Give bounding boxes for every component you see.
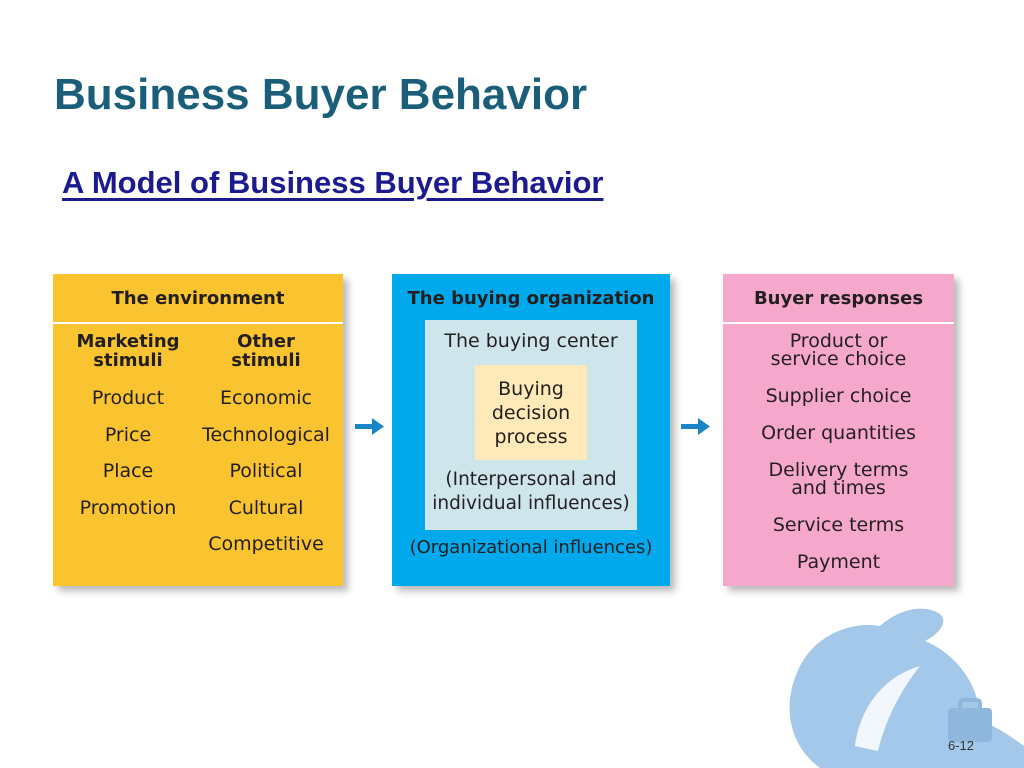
other-stimuli-item: Cultural: [228, 496, 304, 519]
buyer-responses-list: Product or service choice Supplier choic…: [723, 332, 954, 590]
environment-box: The environment Marketing stimuli Produc…: [53, 274, 343, 586]
other-stimuli-item: Political: [229, 460, 303, 482]
interpersonal-influences-label: (Interpersonal and individual influences…: [432, 469, 630, 514]
right-arrow-icon: [681, 418, 710, 435]
other-stimuli-item: Economic: [220, 387, 312, 409]
buyer-response-item: Service terms: [772, 514, 905, 536]
other-stimuli-item: Technological: [202, 423, 330, 446]
other-stimuli-heading: Other stimuli: [231, 331, 301, 371]
organizational-influences-label: (Organizational influences): [409, 537, 653, 558]
other-stimuli-item: Competitive: [208, 533, 324, 555]
buyer-response-item: Order quantities: [761, 422, 916, 444]
buyer-responses-header: Buyer responses: [723, 274, 954, 324]
environment-header: The environment: [53, 274, 343, 324]
buying-decision-process-box: Buying decision process: [475, 365, 587, 460]
page-number: 6-12: [947, 738, 974, 753]
buying-organization-header: The buying organization: [407, 287, 655, 309]
slide-title: Business Buyer Behavior: [54, 70, 588, 119]
slide-subtitle[interactable]: A Model of Business Buyer Behavior: [62, 165, 604, 200]
marketing-stimuli-item: Product: [91, 387, 165, 409]
other-stimuli-column: Other stimuli Economic Technological Pol…: [193, 332, 339, 563]
buyer-responses-box: Buyer responses Product or service choic…: [723, 274, 954, 586]
buyer-response-item: Supplier choice: [765, 385, 912, 407]
buyer-response-item: Product or service choice: [770, 330, 907, 370]
marketing-stimuli-item: Place: [102, 460, 154, 482]
buyer-response-item: Payment: [796, 551, 881, 573]
buyer-response-item: Delivery terms and times: [768, 459, 909, 499]
buying-center-box: The buying center Buying decision proces…: [425, 320, 637, 530]
marketing-stimuli-column: Marketing stimuli Product Price Place Pr…: [63, 332, 193, 526]
marketing-stimuli-item: Price: [104, 423, 152, 446]
buying-center-label: The buying center: [444, 330, 618, 352]
marketing-stimuli-item: Promotion: [79, 496, 177, 519]
buying-organization-box: The buying organization The buying cente…: [392, 274, 670, 586]
shopper-decoration-icon: [789, 608, 1024, 768]
marketing-stimuli-heading: Marketing stimuli: [76, 331, 180, 371]
right-arrow-icon: [355, 418, 384, 435]
